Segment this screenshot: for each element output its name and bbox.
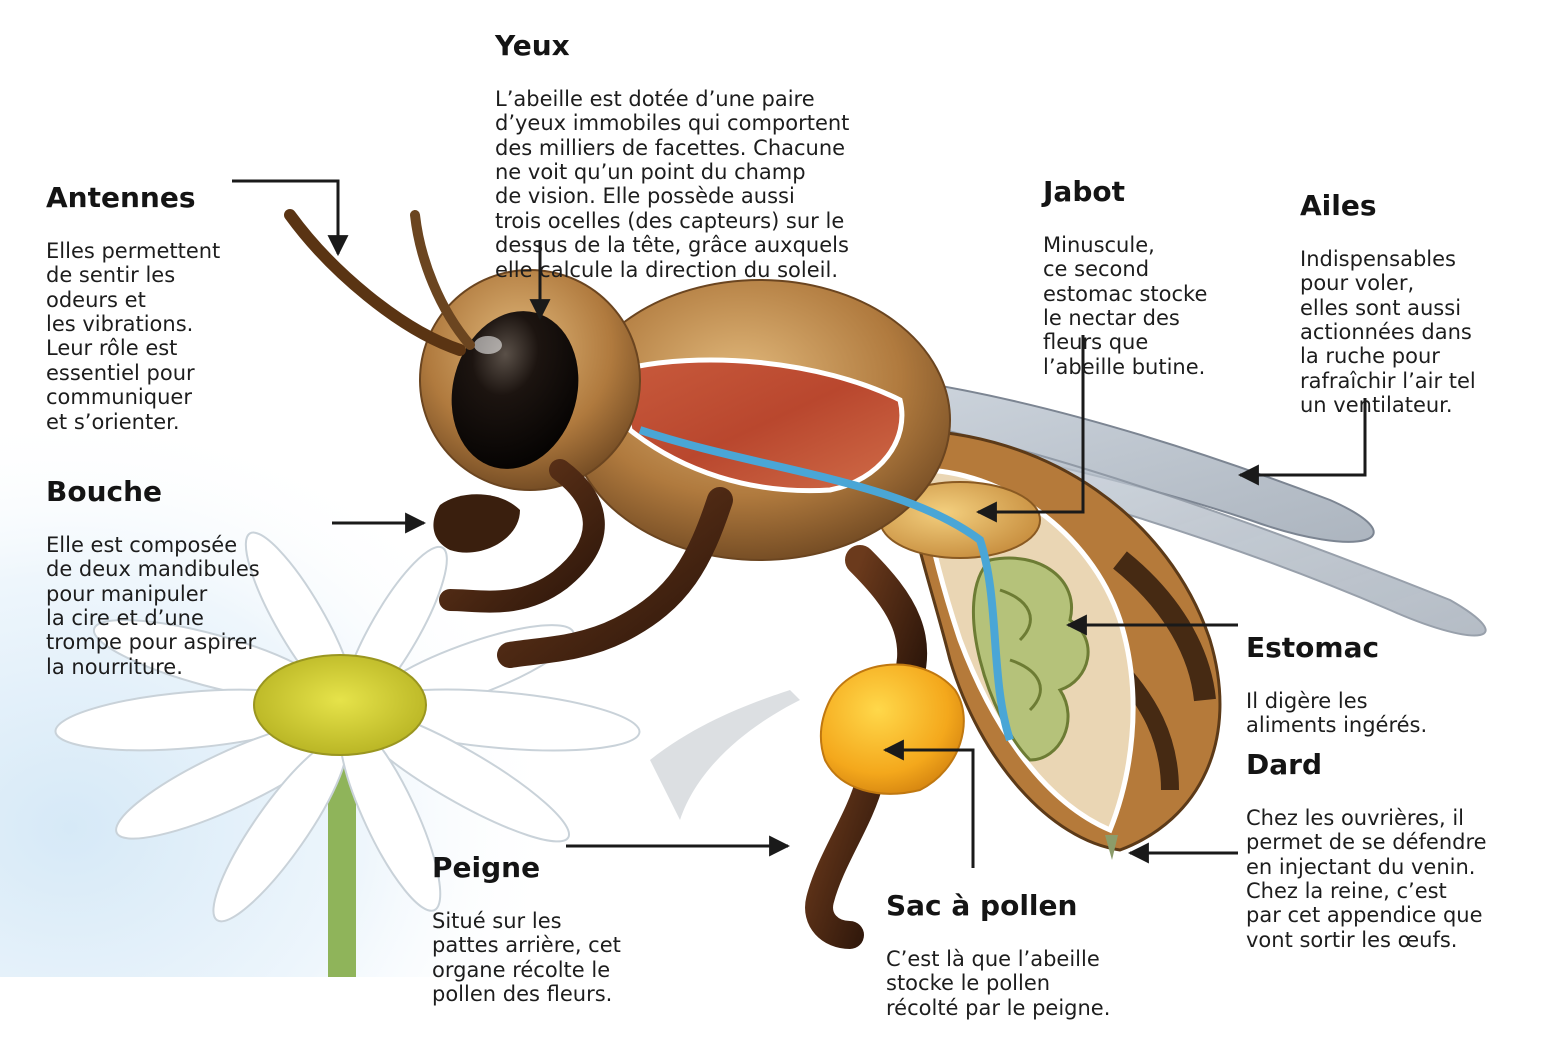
label-yeux: Yeux L’abeille est dotée d’une paire d’y…	[495, 6, 849, 306]
label-dard-text: Chez les ouvrières, il permet de se défe…	[1246, 806, 1487, 952]
label-antennes-text: Elles permettent de sentir les odeurs et…	[46, 239, 220, 434]
label-bouche-title: Bouche	[46, 476, 260, 508]
label-peigne-title: Peigne	[432, 852, 621, 884]
label-antennes-title: Antennes	[46, 182, 220, 214]
label-sac-pollen-text: C’est là que l’abeille stocke le pollen …	[886, 947, 1110, 1020]
label-jabot-text: Minuscule, ce second estomac stocke le n…	[1043, 233, 1207, 379]
label-bouche: Bouche Elle est composée de deux mandibu…	[46, 452, 260, 704]
label-yeux-title: Yeux	[495, 30, 849, 62]
label-yeux-text: L’abeille est dotée d’une paire d’yeux i…	[495, 87, 849, 282]
pollen-sac	[821, 665, 964, 794]
label-peigne-text: Situé sur les pattes arrière, cet organe…	[432, 909, 621, 1007]
label-bouche-text: Elle est composée de deux mandibules pou…	[46, 533, 260, 679]
label-ailes-title: Ailes	[1300, 190, 1476, 222]
label-ailes: Ailes Indispensables pour voler, elles s…	[1300, 166, 1476, 442]
label-estomac-title: Estomac	[1246, 632, 1427, 664]
label-peigne: Peigne Situé sur les pattes arrière, cet…	[432, 828, 621, 1031]
label-antennes: Antennes Elles permettent de sentir les …	[46, 158, 220, 458]
label-dard: Dard Chez les ouvrières, il permet de se…	[1246, 725, 1487, 977]
label-sac-pollen: Sac à pollen C’est là que l’abeille stoc…	[886, 866, 1110, 1044]
label-dard-title: Dard	[1246, 749, 1487, 781]
label-sac-pollen-title: Sac à pollen	[886, 890, 1110, 922]
label-ailes-text: Indispensables pour voler, elles sont au…	[1300, 247, 1476, 418]
label-jabot-title: Jabot	[1043, 176, 1207, 208]
label-jabot: Jabot Minuscule, ce second estomac stock…	[1043, 152, 1207, 404]
